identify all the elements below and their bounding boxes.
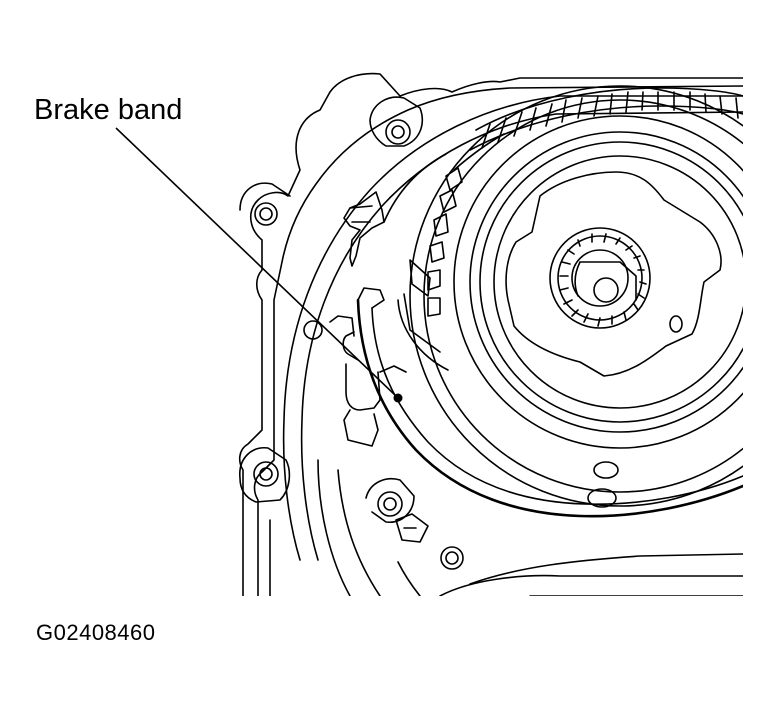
- figure-id: G02408460: [36, 620, 156, 645]
- callout-dot: [393, 393, 403, 403]
- callout-leader: [115, 127, 403, 403]
- brake-band: [342, 153, 743, 518]
- transmission-housing: [238, 72, 743, 596]
- servo-piston-area: [329, 259, 449, 543]
- case-inner-rings: [282, 95, 743, 596]
- clutch-drum: [409, 85, 743, 508]
- brake-band-label: Brake band: [34, 94, 183, 126]
